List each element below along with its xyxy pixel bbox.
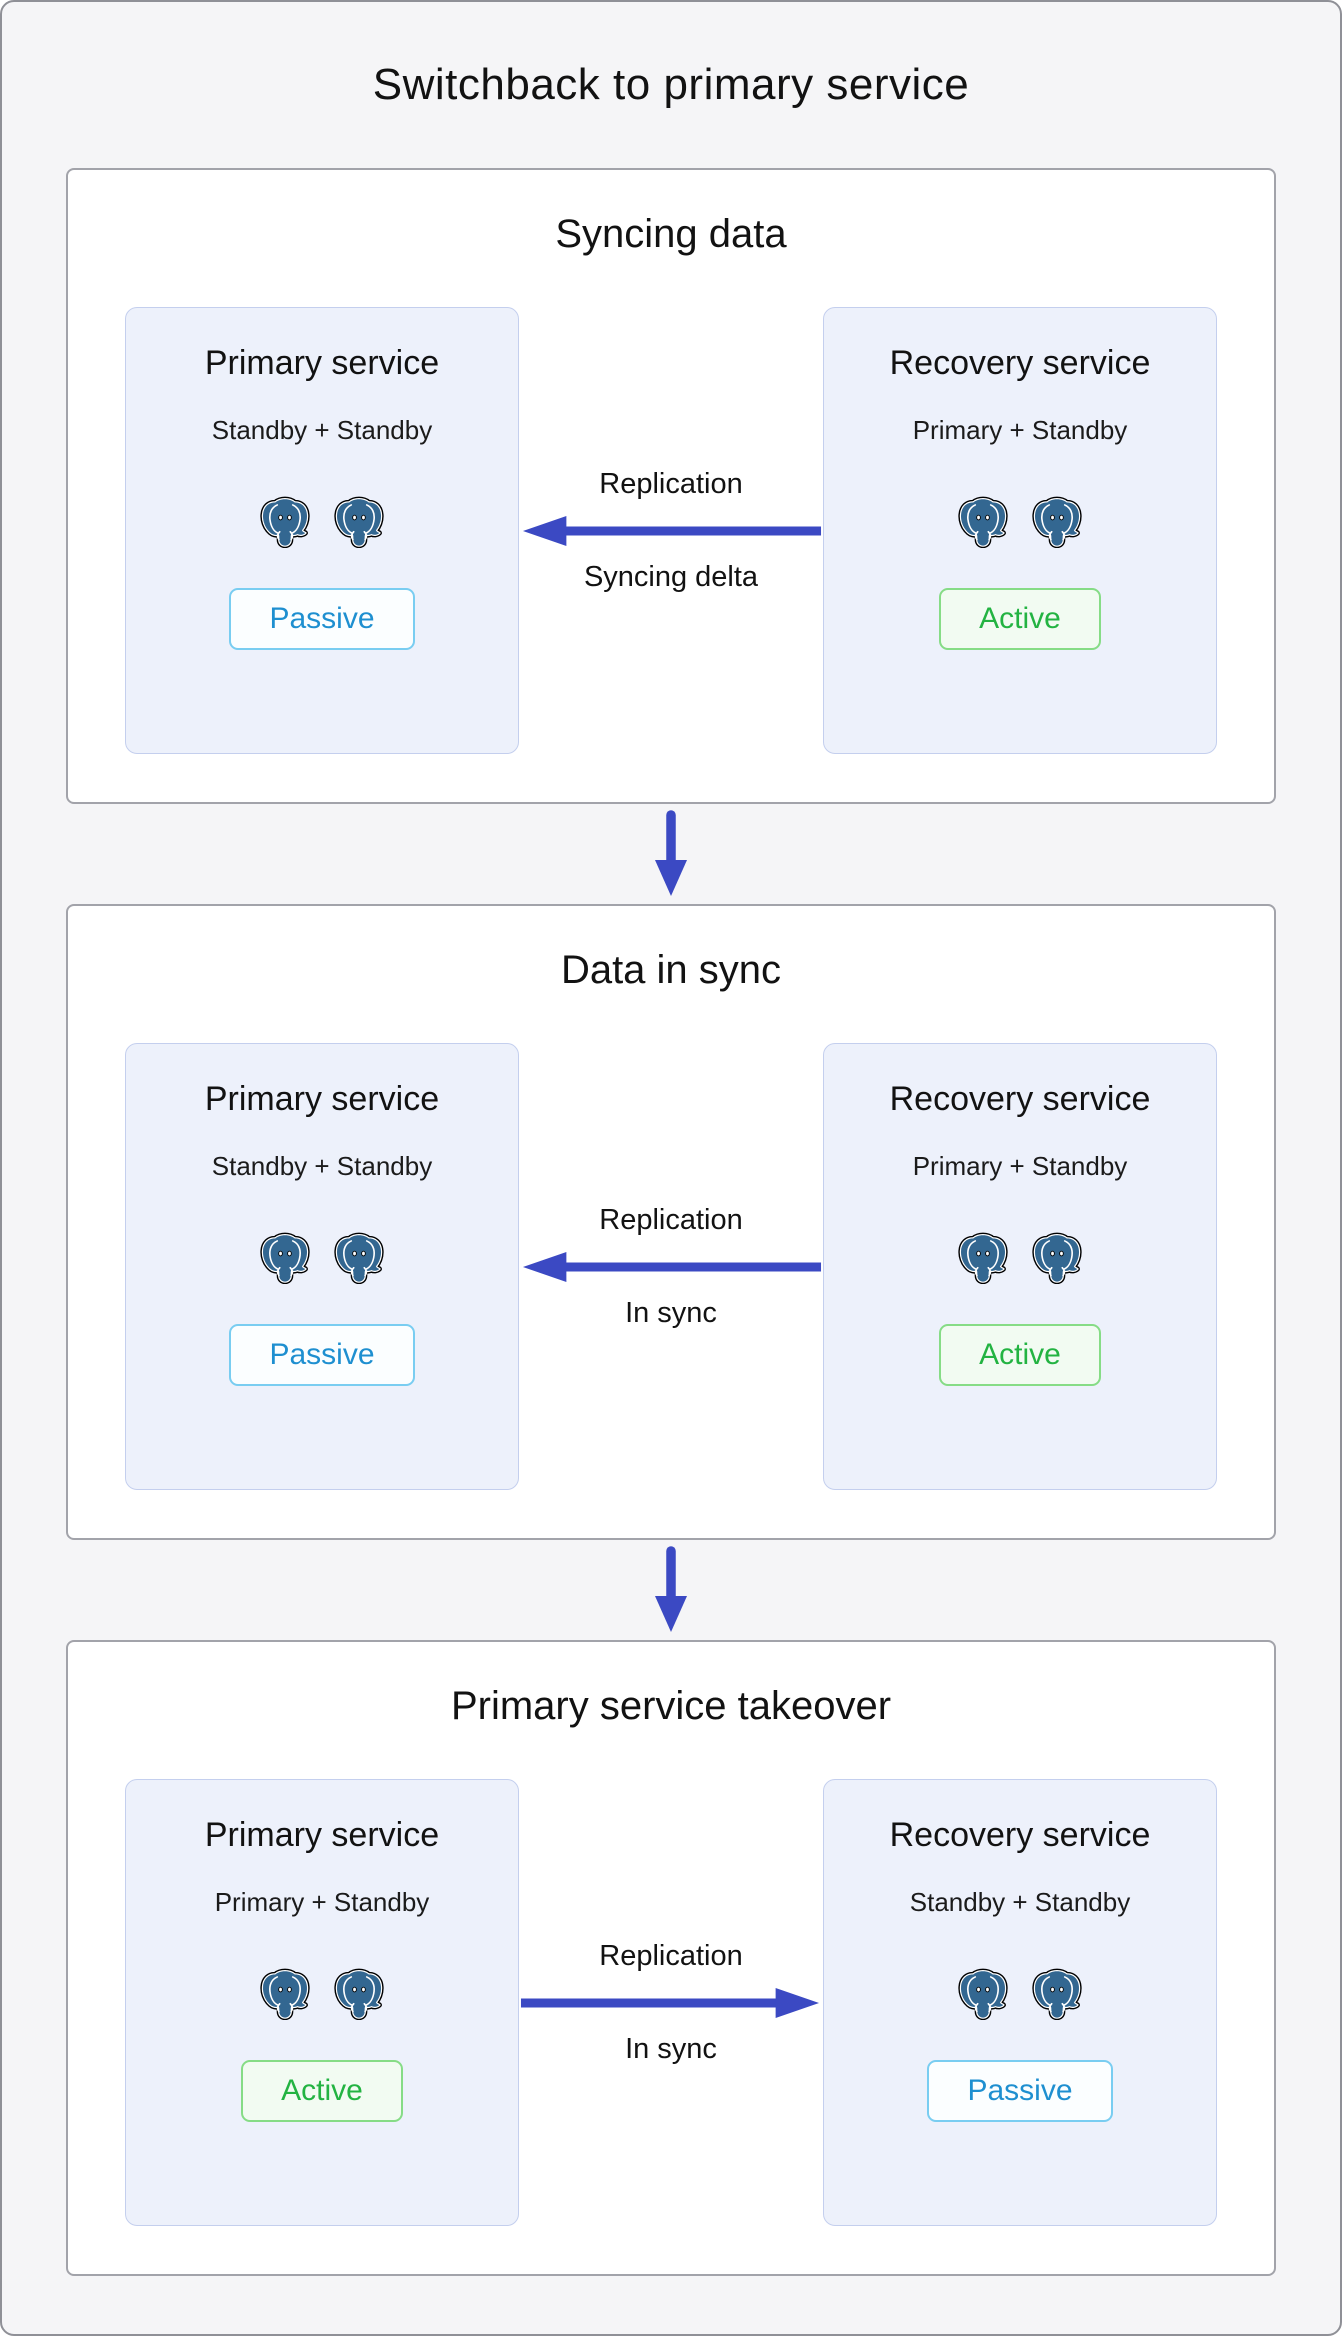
postgresql-elephant-icon [957, 1968, 1009, 2020]
postgresql-elephant-icon [259, 1968, 311, 2020]
status-badge: Passive [229, 1324, 415, 1386]
arrow-label-top: Replication [599, 1203, 743, 1236]
primary-service-card: Primary service Standby + Standby Passiv… [125, 1043, 519, 1490]
card-subtitle: Primary + Standby [912, 1151, 1128, 1181]
replication-flow: Replication In sync [519, 1043, 823, 1490]
stage-2-data-in-sync: Data in sync Primary service Standby + S… [66, 904, 1276, 1540]
postgresql-elephant-icon [333, 496, 385, 548]
postgresql-elephant-icon [333, 1968, 385, 2020]
stage-body: Primary service Primary + Standby Active… [68, 1779, 1274, 2226]
stage-connector [2, 804, 1340, 904]
database-icons [259, 1968, 385, 2020]
stage-connector [2, 1540, 1340, 1640]
database-icons [957, 1232, 1083, 1284]
status-badge: Active [241, 2060, 403, 2122]
replication-flow: Replication In sync [519, 1779, 823, 2226]
card-title: Primary service [204, 1080, 440, 1118]
stage-title: Data in sync [560, 948, 782, 992]
database-icons [259, 1232, 385, 1284]
recovery-service-card: Recovery service Standby + Standby Passi… [823, 1779, 1217, 2226]
next-stage-arrow-icon [652, 810, 690, 898]
primary-service-card: Primary service Primary + Standby Active [125, 1779, 519, 2226]
status-badge: Active [939, 1324, 1101, 1386]
card-title: Primary service [204, 1816, 440, 1854]
next-stage-arrow-icon [652, 1546, 690, 1634]
card-title: Recovery service [889, 344, 1151, 382]
replication-arrow-left-icon [519, 1246, 823, 1288]
card-title: Primary service [204, 344, 440, 382]
stage-1-syncing-data: Syncing data Primary service Standby + S… [66, 168, 1276, 804]
postgresql-elephant-icon [957, 496, 1009, 548]
database-icons [957, 1968, 1083, 2020]
database-icons [957, 496, 1083, 548]
replication-arrow-left-icon [519, 510, 823, 552]
arrow-label-top: Replication [599, 467, 743, 500]
arrow-label-bottom: Syncing delta [583, 560, 759, 593]
card-subtitle: Primary + Standby [214, 1887, 430, 1917]
arrow-label-bottom: In sync [625, 2032, 717, 2065]
page-title: Switchback to primary service [372, 60, 970, 109]
card-subtitle: Standby + Standby [211, 1151, 433, 1181]
postgresql-elephant-icon [259, 496, 311, 548]
card-subtitle: Standby + Standby [211, 415, 433, 445]
arrow-label-top: Replication [599, 1939, 743, 1972]
card-subtitle: Primary + Standby [912, 415, 1128, 445]
recovery-service-card: Recovery service Primary + Standby Activ… [823, 307, 1217, 754]
stage-3-primary-service-takeover: Primary service takeover Primary service… [66, 1640, 1276, 2276]
stage-body: Primary service Standby + Standby Passiv… [68, 1043, 1274, 1490]
postgresql-elephant-icon [259, 1232, 311, 1284]
recovery-service-card: Recovery service Primary + Standby Activ… [823, 1043, 1217, 1490]
status-badge: Active [939, 588, 1101, 650]
postgresql-elephant-icon [1031, 1232, 1083, 1284]
stage-title: Syncing data [555, 212, 787, 256]
postgresql-elephant-icon [1031, 496, 1083, 548]
replication-flow: Replication Syncing delta [519, 307, 823, 754]
arrow-label-bottom: In sync [625, 1296, 717, 1329]
status-badge: Passive [927, 2060, 1113, 2122]
card-title: Recovery service [889, 1816, 1151, 1854]
primary-service-card: Primary service Standby + Standby Passiv… [125, 307, 519, 754]
status-badge: Passive [229, 588, 415, 650]
card-title: Recovery service [889, 1080, 1151, 1118]
postgresql-elephant-icon [957, 1232, 1009, 1284]
postgresql-elephant-icon [1031, 1968, 1083, 2020]
database-icons [259, 496, 385, 548]
stage-body: Primary service Standby + Standby Passiv… [68, 307, 1274, 754]
stage-title: Primary service takeover [450, 1684, 892, 1728]
card-subtitle: Standby + Standby [909, 1887, 1131, 1917]
replication-arrow-right-icon [519, 1982, 823, 2024]
postgresql-elephant-icon [333, 1232, 385, 1284]
